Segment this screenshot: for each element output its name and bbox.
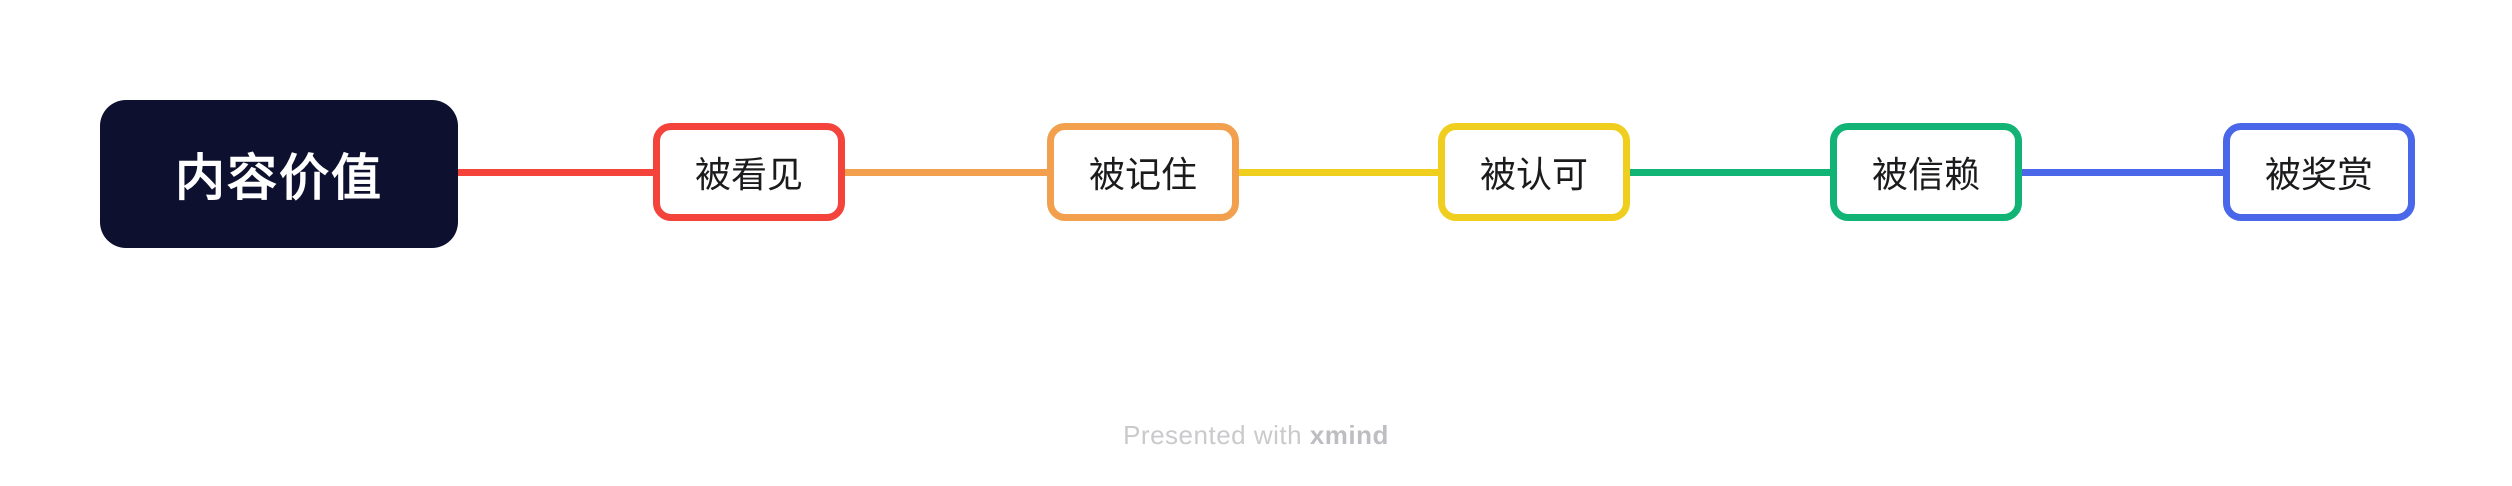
topic-beirenke[interactable]: 被认可 xyxy=(1438,123,1630,221)
xmind-watermark: Presented with xmind xyxy=(0,420,2512,451)
connector-beixinlai-to-beijiangshang xyxy=(2016,169,2231,176)
watermark-text: Presented with xyxy=(1123,420,1310,450)
topic-beikanjian[interactable]: 被看见 xyxy=(653,123,845,221)
topic-beijiangshang[interactable]: 被奖赏 xyxy=(2223,123,2415,221)
topic-label: 被奖赏 xyxy=(2264,154,2373,195)
topic-label: 被信赖 xyxy=(1871,154,1980,195)
root-topic-label: 内容价值 xyxy=(175,150,383,206)
connector-beirenke-to-beixinlai xyxy=(1622,169,1838,176)
root-topic[interactable]: 内容价值 xyxy=(100,100,458,248)
connector-root-to-beikanjian xyxy=(450,169,662,176)
connector-beikanjian-to-beijizhu xyxy=(840,169,1056,176)
xmind-brand-text: xmind xyxy=(1309,420,1389,450)
connector-beijizhu-to-beirenke xyxy=(1236,169,1446,176)
topic-label: 被看见 xyxy=(694,154,803,195)
topic-beixinlai[interactable]: 被信赖 xyxy=(1830,123,2022,221)
topic-beijizhu[interactable]: 被记住 xyxy=(1047,123,1239,221)
topic-label: 被认可 xyxy=(1479,154,1588,195)
topic-label: 被记住 xyxy=(1088,154,1197,195)
